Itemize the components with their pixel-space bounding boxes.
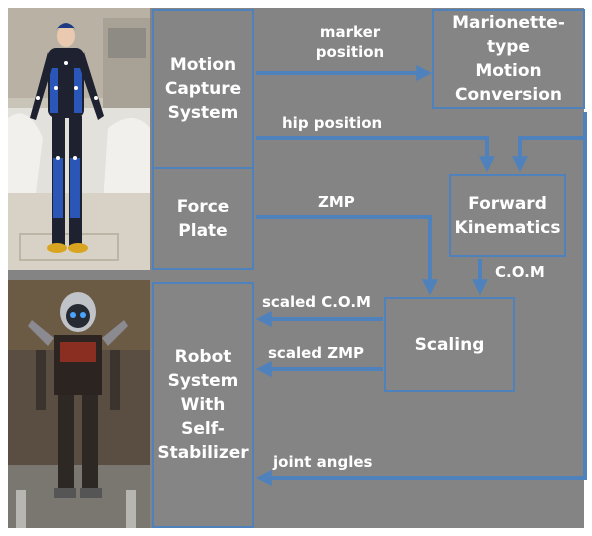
scaling-block: Scaling bbox=[384, 297, 515, 392]
forward-kinematics-block: Forward Kinematics bbox=[449, 174, 566, 257]
hip-position-arrow bbox=[256, 136, 495, 173]
force-plate-block: Force Plate bbox=[152, 167, 254, 270]
hip-position-label: hip position bbox=[282, 114, 383, 132]
zmp-arrow bbox=[256, 215, 438, 296]
joint-angles-label: joint angles bbox=[273, 453, 373, 471]
scaled-zmp-label: scaled ZMP bbox=[268, 344, 365, 362]
humanoid-robot-photo bbox=[8, 280, 150, 528]
robot-system-block: Robot System With Self- Stabilizer bbox=[152, 282, 254, 528]
zmp-label: ZMP bbox=[318, 193, 355, 211]
marionette-motion-conversion-block: Marionette-type Motion Conversion bbox=[432, 9, 585, 109]
com-label: C.O.M bbox=[495, 263, 545, 281]
marker-position-label: marker position bbox=[315, 23, 385, 61]
motion-capture-system-block: Motion Capture System bbox=[152, 9, 254, 169]
marionette-to-fk-arrow bbox=[512, 112, 587, 173]
scaled-com-label: scaled C.O.M bbox=[262, 293, 371, 311]
human-performer-photo bbox=[8, 8, 150, 270]
joint-angles-arrow bbox=[255, 138, 587, 486]
